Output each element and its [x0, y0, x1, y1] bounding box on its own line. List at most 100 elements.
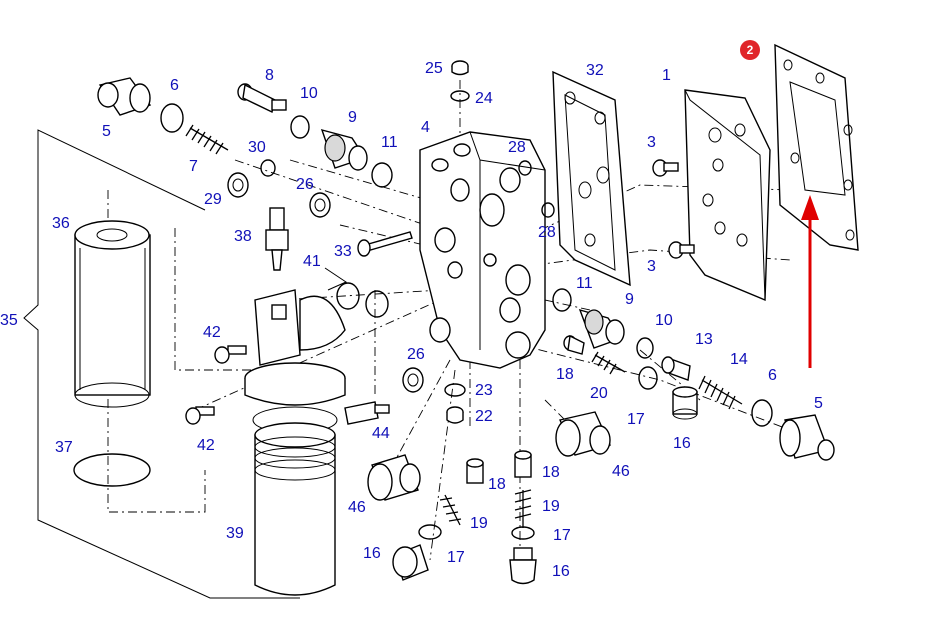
- valve-cartridge-9-right: [578, 308, 625, 349]
- label-8: 8: [265, 67, 274, 84]
- gasket-2: [774, 43, 859, 251]
- o-ring-6-top: [160, 103, 184, 133]
- washer-23: [444, 383, 466, 397]
- label-1: 1: [662, 67, 671, 84]
- label-22: 22: [475, 408, 493, 425]
- piston-13: [661, 356, 691, 381]
- label-23: 23: [475, 382, 493, 399]
- cover-plate-1: [684, 89, 771, 302]
- filter-bowl-39: [252, 406, 338, 596]
- label-33: 33: [334, 243, 352, 260]
- label-7: 7: [189, 158, 198, 175]
- fitting-46-left: [367, 454, 421, 501]
- plug-26-middle: [402, 367, 424, 393]
- filter-element-36: [74, 220, 151, 408]
- screw-42-lower: [185, 406, 215, 425]
- callout-badge: 2: [740, 40, 760, 60]
- label-6-top: 6: [170, 77, 179, 94]
- o-ring-17-right: [638, 366, 658, 390]
- o-ring-11-top: [371, 162, 393, 188]
- fitting-46-right: [555, 411, 611, 457]
- valve-body-4: [419, 131, 546, 369]
- callout-labels: 1 3 3 4 5 5 6 6 7 8 9 9 10 10 11 11 13 1…: [0, 60, 823, 580]
- sensor-38: [265, 207, 289, 271]
- label-9-top: 9: [348, 109, 357, 126]
- label-26-middle: 26: [407, 346, 425, 363]
- filter-head: [244, 289, 346, 406]
- o-ring-30: [260, 159, 276, 177]
- plug-16-bottom-left: [392, 544, 429, 581]
- label-9-right: 9: [625, 291, 634, 308]
- plug-29: [227, 172, 249, 198]
- label-25: 25: [425, 60, 443, 77]
- label-18-bottom-right: 18: [542, 464, 560, 481]
- spring-20: [591, 351, 626, 375]
- label-39: 39: [226, 525, 244, 542]
- valve-18-bottom-left: [466, 458, 484, 484]
- label-36: 36: [52, 215, 70, 232]
- valve-8: [237, 83, 287, 114]
- bracket-35: [23, 129, 300, 599]
- label-46-right: 46: [612, 463, 630, 480]
- label-5-right: 5: [814, 395, 823, 412]
- plug-26-top: [309, 192, 331, 218]
- plug-5-right: [779, 414, 835, 461]
- spring-7-top: [185, 124, 229, 155]
- label-28-top: 28: [508, 139, 526, 156]
- label-38: 38: [234, 228, 252, 245]
- plug-22: [446, 406, 464, 424]
- label-28-bottom: 28: [538, 224, 556, 241]
- label-16-right: 16: [673, 435, 691, 452]
- valve-18-right: [563, 334, 585, 355]
- o-ring-17-bottom-left: [418, 524, 442, 540]
- label-41: 41: [303, 253, 321, 270]
- label-10-right: 10: [655, 312, 673, 329]
- red-arrow: [801, 195, 819, 368]
- gasket-32: [552, 70, 631, 287]
- o-ring-10-top: [290, 115, 310, 139]
- o-ring-11-right: [552, 288, 572, 312]
- o-ring-28-bottom: [541, 202, 555, 218]
- label-35: 35: [0, 312, 18, 329]
- label-37: 37: [55, 439, 73, 456]
- plug-5-top: [97, 77, 152, 116]
- label-5-top: 5: [102, 123, 111, 140]
- label-42-upper: 42: [203, 324, 221, 341]
- label-16-bottom-left: 16: [363, 545, 381, 562]
- label-18-bottom-left: 18: [488, 476, 506, 493]
- o-ring-28-top: [518, 160, 532, 176]
- label-13: 13: [695, 331, 713, 348]
- label-19-bottom-right: 19: [542, 498, 560, 515]
- o-ring-6-right: [751, 399, 773, 427]
- washer-24: [450, 90, 470, 102]
- label-32: 32: [586, 62, 604, 79]
- label-26-top: 26: [296, 176, 314, 193]
- label-24: 24: [475, 90, 493, 107]
- o-ring-10-right: [636, 337, 654, 359]
- label-17-right: 17: [627, 411, 645, 428]
- label-20: 20: [590, 385, 608, 402]
- valve-cartridge-9-top: [320, 128, 368, 171]
- label-3-top: 3: [647, 134, 656, 151]
- o-ring-41-a: [336, 282, 360, 310]
- screw-3-bottom: [668, 241, 695, 259]
- label-14: 14: [730, 351, 748, 368]
- plug-16-bottom-right: [509, 547, 537, 585]
- sensor-44: [344, 401, 390, 425]
- bolt-33: [357, 231, 413, 257]
- label-44: 44: [372, 425, 390, 442]
- label-17-bottom-left: 17: [447, 549, 465, 566]
- label-4: 4: [421, 119, 430, 136]
- valve-18-bottom-right: [514, 450, 532, 478]
- plug-16-right: [672, 386, 698, 420]
- badge-number: 2: [747, 43, 754, 57]
- label-3-bottom: 3: [647, 258, 656, 275]
- screw-42-upper: [214, 345, 247, 364]
- label-16-bottom-right: 16: [552, 563, 570, 580]
- label-17-bottom-right: 17: [553, 527, 571, 544]
- label-10-top: 10: [300, 85, 318, 102]
- spring-19-bottom-left: [439, 494, 462, 526]
- o-ring-41-b: [365, 290, 389, 318]
- plug-25: [451, 60, 469, 76]
